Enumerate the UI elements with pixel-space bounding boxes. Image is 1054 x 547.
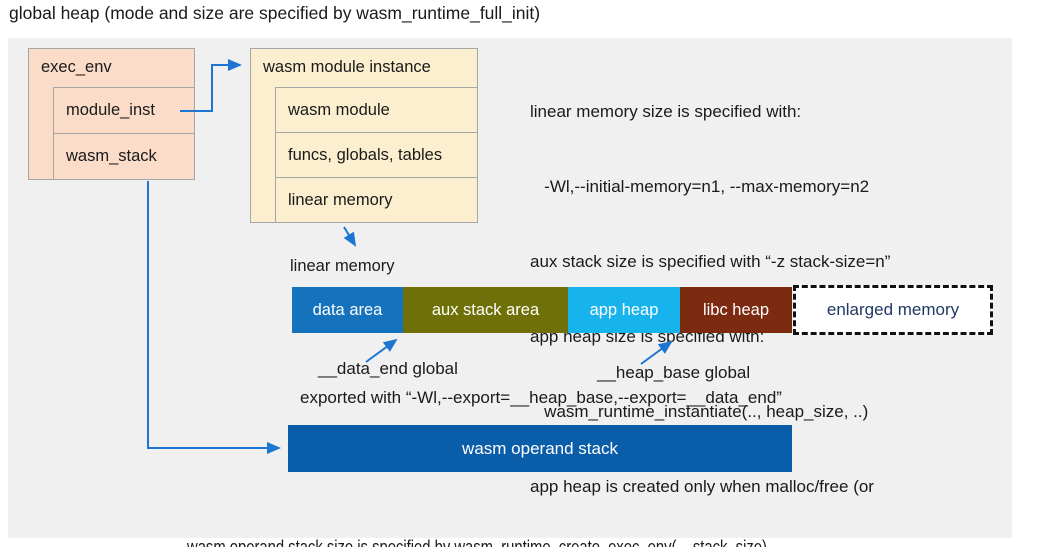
segment-libc-heap: libc heap (680, 287, 792, 333)
note-line: wasm operand stack size is specified by … (187, 536, 767, 547)
module-inst-label: module_inst (66, 101, 155, 119)
exec-env-field-module-inst: module_inst (53, 87, 195, 134)
module-instance-field-wasm-module: wasm module (275, 87, 478, 133)
app-heap-label: app heap (589, 300, 659, 319)
note-line: app heap is created only when malloc/fre… (530, 477, 874, 496)
funcs-globals-tables-label: funcs, globals, tables (288, 145, 443, 164)
libc-heap-label: libc heap (702, 300, 770, 319)
data-end-global-label: __data_end global (318, 359, 458, 378)
note-line: wasm_runtime_instantiate(.., heap_size, … (530, 402, 869, 421)
note-line: -Wl,--initial-memory=n1, --max-memory=n2 (530, 177, 870, 196)
aux-stack-area-label: aux stack area (431, 300, 540, 319)
linear-memory-field-label: linear memory (288, 190, 393, 209)
module-instance-header: wasm module instance (263, 58, 431, 76)
wasm-module-label: wasm module (288, 100, 390, 119)
segment-enlarged-memory: enlarged memory (793, 285, 993, 335)
linear-memory-title: linear memory (290, 257, 395, 275)
exec-env-field-wasm-stack: wasm_stack (53, 133, 195, 180)
notes-bottom: wasm operand stack size is specified by … (187, 479, 767, 547)
exec-env-header: exec_env (41, 58, 112, 76)
wasm-operand-stack-bar: wasm operand stack (288, 425, 792, 472)
segment-data-area: data area (292, 287, 403, 333)
note-line: linear memory size is specified with: (530, 102, 802, 121)
note-line: aux stack size is specified with “-z sta… (530, 252, 891, 271)
enlarged-memory-label: enlarged memory (826, 300, 960, 319)
diagram-title: global heap (mode and size are specified… (9, 3, 541, 23)
module-instance-field-funcs-globals-tables: funcs, globals, tables (275, 132, 478, 178)
heap-base-global-label: __heap_base global (597, 363, 751, 382)
segment-app-heap: app heap (568, 287, 680, 333)
module-instance-field-linear-memory: linear memory (275, 177, 478, 223)
wasm-stack-label: wasm_stack (66, 147, 157, 165)
data-area-label: data area (312, 300, 383, 319)
segment-aux-stack-area: aux stack area (403, 287, 568, 333)
exported-note: exported with “-Wl,--export=__heap_base,… (300, 388, 782, 407)
wasm-operand-stack-label: wasm operand stack (462, 438, 618, 458)
